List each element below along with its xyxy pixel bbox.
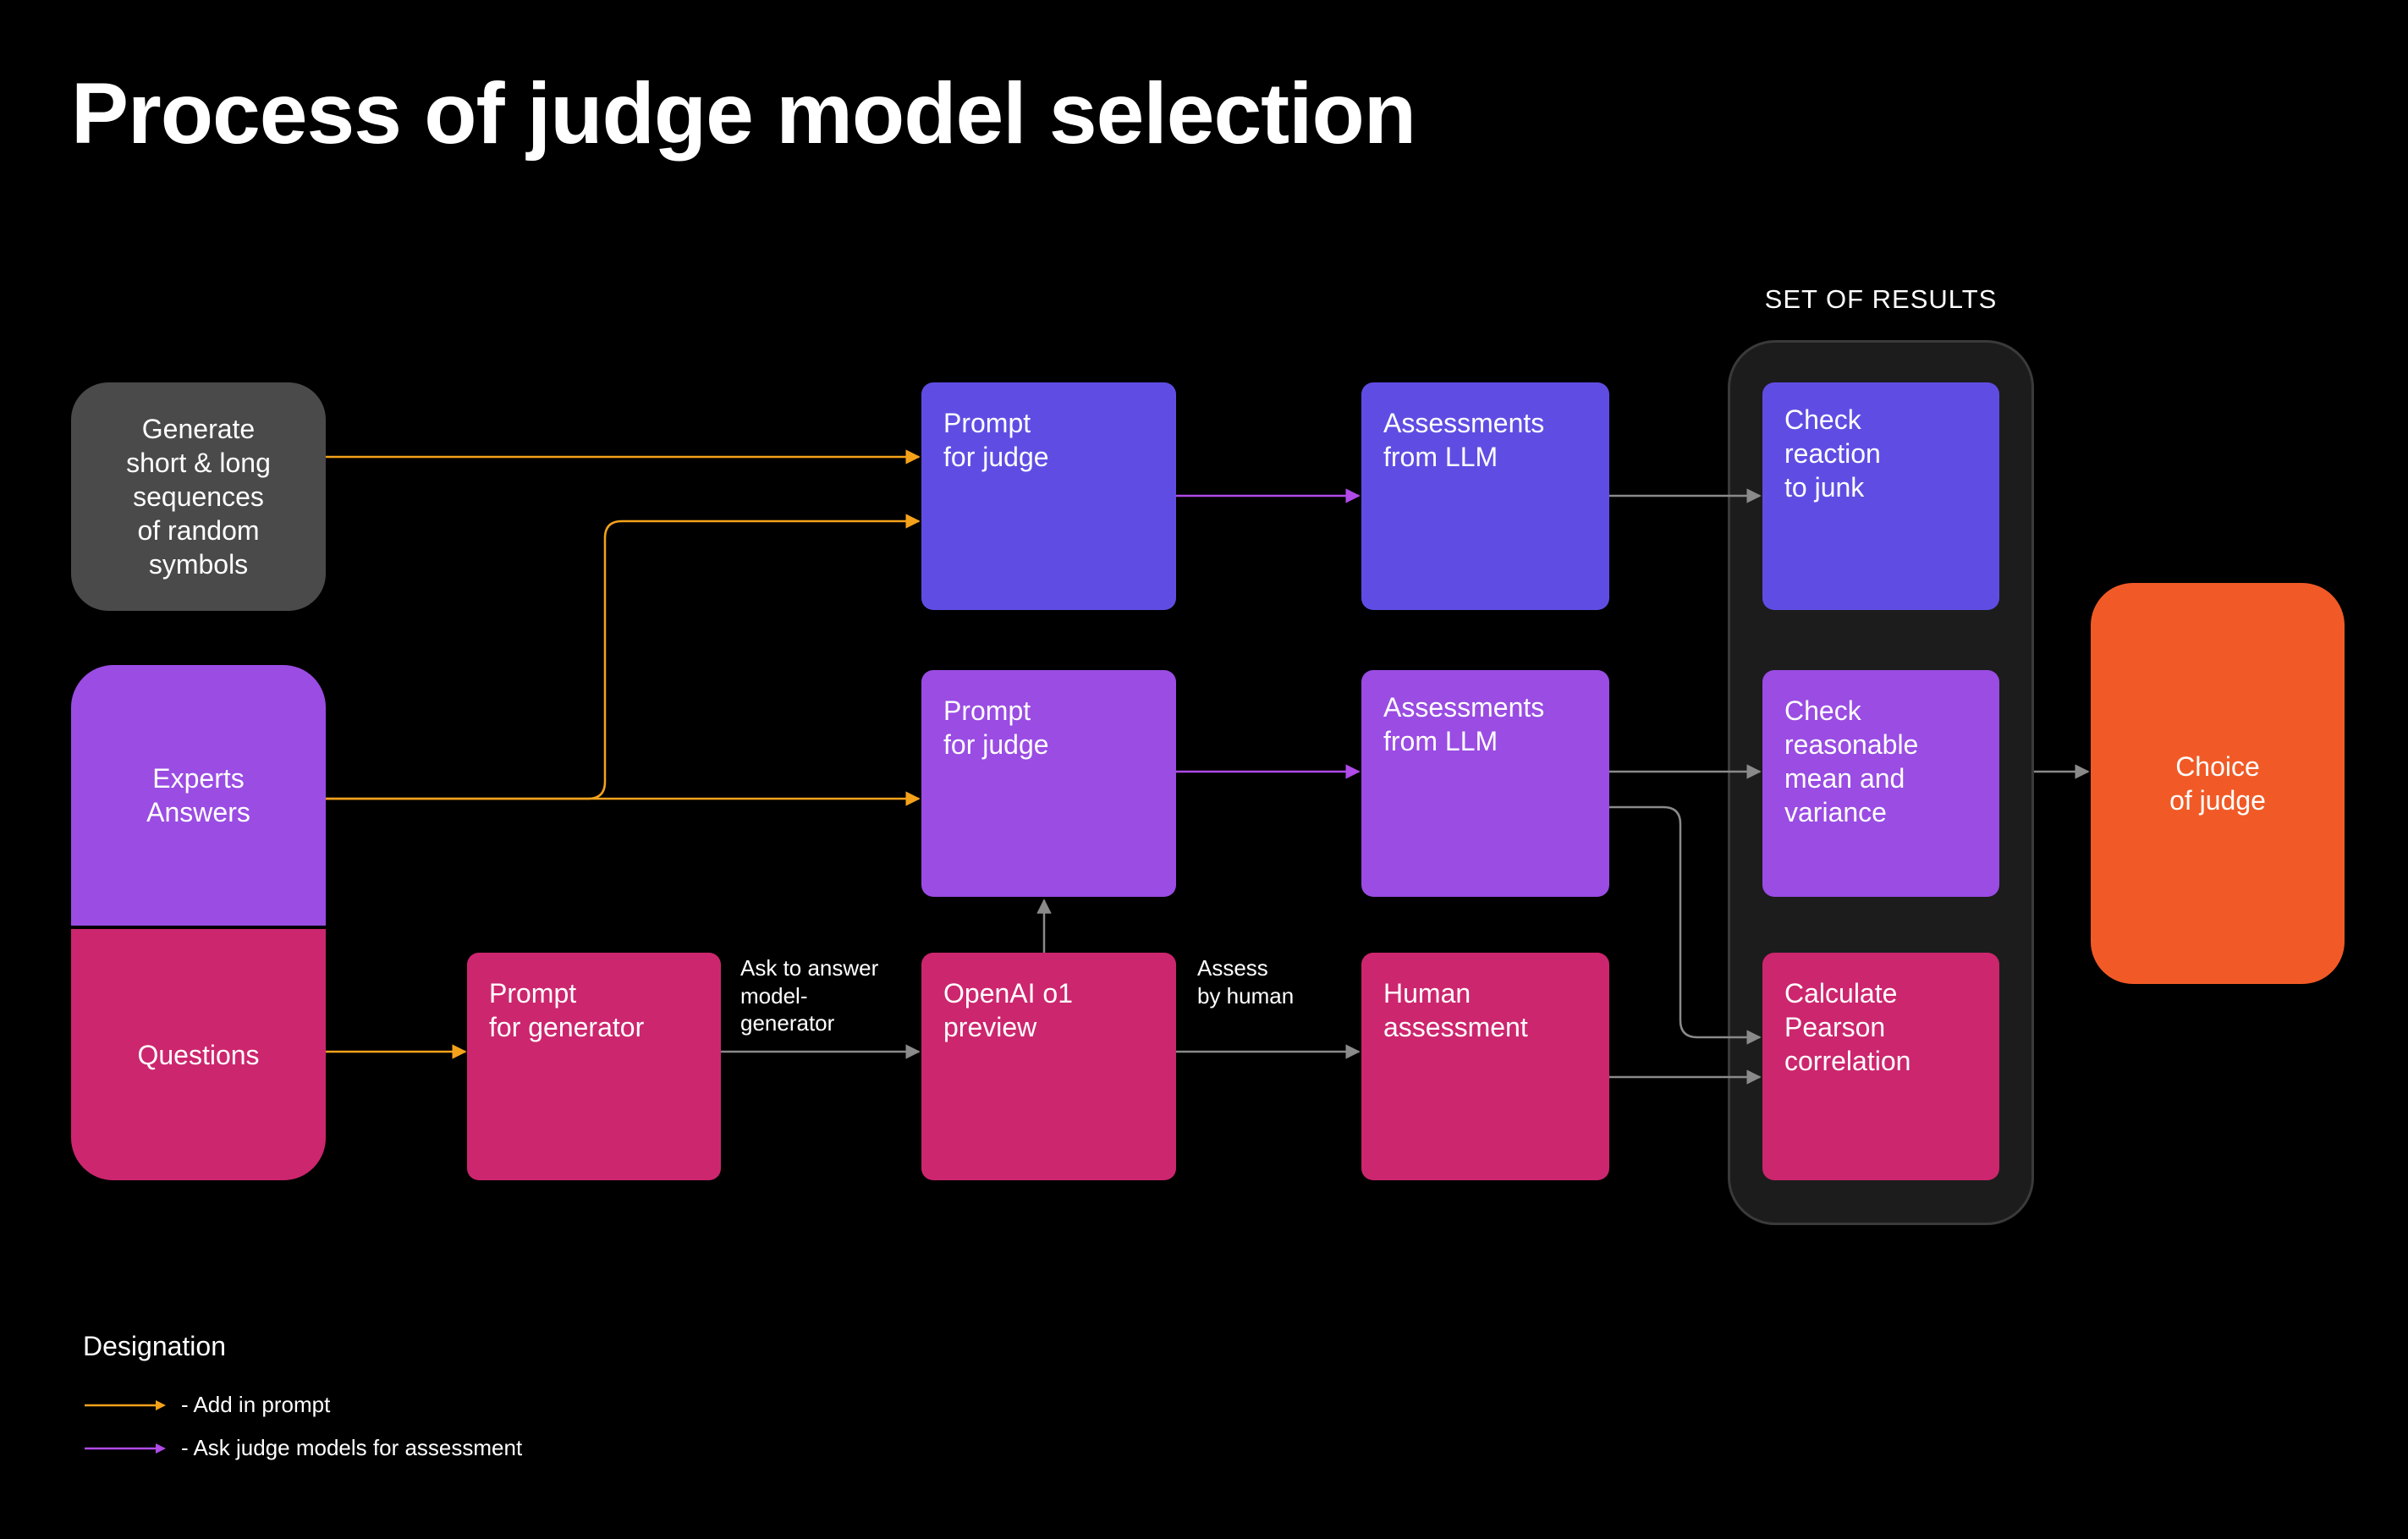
legend-item-ask-judge: - Ask judge models for assessment	[83, 1435, 522, 1461]
node-prompt-for-judge-2: Prompt for judge	[921, 670, 1176, 897]
node-choice-of-judge: Choice of judge	[2091, 583, 2345, 984]
node-human-assessment: Human assessment	[1361, 953, 1609, 1180]
set-of-results-label: SET OF RESULTS	[1764, 284, 1998, 314]
purple-arrow-icon	[85, 1443, 166, 1454]
edge-label-ask-generator: Ask to answer model- generator	[740, 955, 879, 1036]
legend-label-ask-judge: - Ask judge models for assessment	[181, 1435, 523, 1460]
edge-experts-to-prompt-judge-1	[326, 514, 921, 800]
edge-assess-2-to-pearson	[1609, 805, 1762, 1045]
node-openai-o1-preview: OpenAI o1 preview	[921, 953, 1176, 1180]
node-questions: Questions	[71, 929, 326, 1180]
node-assessments-from-llm-1: Assessments from LLM	[1361, 382, 1609, 610]
node-calculate-pearson-correlation: Calculate Pearson correlation	[1762, 953, 1999, 1180]
node-prompt-for-generator: Prompt for generator	[467, 953, 721, 1180]
node-check-reaction-to-junk: Check reaction to junk	[1762, 382, 1999, 610]
node-experts-answers: Experts Answers	[71, 665, 326, 926]
node-check-mean-variance: Check reasonable mean and variance	[1762, 670, 1999, 897]
node-prompt-for-judge-1: Prompt for judge	[921, 382, 1176, 610]
edge-label-assess-human: Assess by human	[1197, 955, 1295, 1009]
legend-item-add-in-prompt: - Add in prompt	[83, 1392, 330, 1418]
node-assessments-from-llm-2: Assessments from LLM	[1361, 670, 1609, 897]
node-generate-random-sequences: Generate short & long sequences of rando…	[71, 382, 326, 611]
orange-arrow-icon	[85, 1399, 166, 1410]
legend-label-add-in-prompt: - Add in prompt	[181, 1392, 331, 1417]
page-title: Process of judge model selection	[71, 65, 1416, 162]
legend-title: Designation	[83, 1331, 226, 1361]
